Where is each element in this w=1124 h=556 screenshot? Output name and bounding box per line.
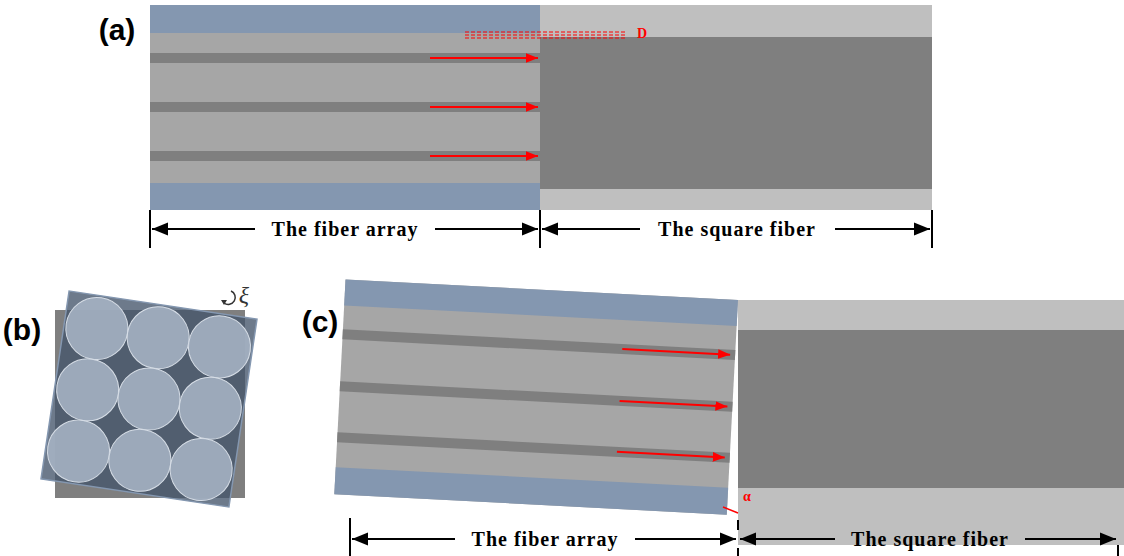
panel-letter: (b) <box>3 315 41 345</box>
offset-dashes <box>465 32 627 38</box>
fiber-array-a <box>150 5 540 210</box>
rotation-symbol: ξ <box>239 283 249 307</box>
cross-section-b <box>41 291 257 507</box>
panel-letter: (a) <box>99 15 136 45</box>
offset-symbol: D <box>637 27 647 41</box>
dimension-lines-c <box>350 518 1118 556</box>
light-arrows-a <box>430 58 538 156</box>
tilt-angle-symbol: α <box>743 490 751 504</box>
rotation-arrow <box>224 291 235 304</box>
dimension-label: The fiber array <box>472 529 619 549</box>
dimension-label: The fiber array <box>272 219 419 239</box>
tilt-angle-leader <box>723 507 738 513</box>
square-fiber-c <box>738 300 1124 545</box>
dimension-label: The square fiber <box>658 219 816 239</box>
panel-letter: (c) <box>302 307 339 337</box>
fiber-array-c <box>334 279 738 514</box>
dimension-label: The square fiber <box>851 529 1009 549</box>
square-fiber-a <box>540 5 932 210</box>
dimension-lines-a <box>150 210 932 248</box>
